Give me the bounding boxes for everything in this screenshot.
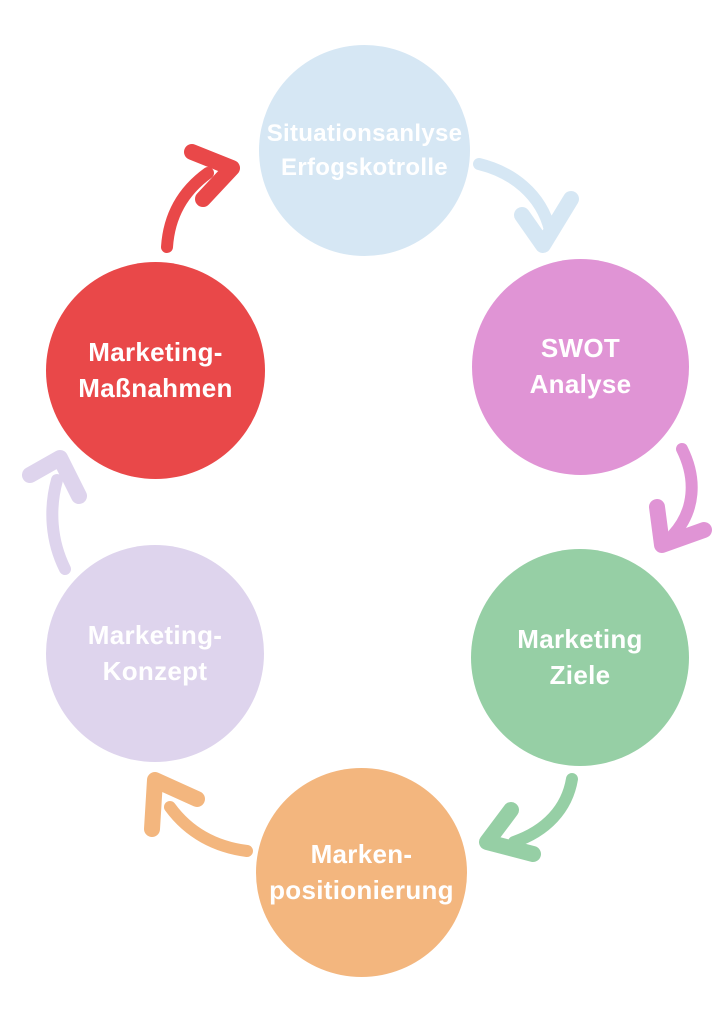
arrow-head <box>22 450 87 504</box>
step-label-line: Ziele <box>549 659 611 690</box>
arrow-head <box>184 144 240 207</box>
arrow-marketing-massnahmen-to-situationsanalyse <box>161 144 240 253</box>
step-label-line: Marketing- <box>87 619 223 650</box>
step-label-line: Marken- <box>310 838 413 869</box>
step-label-line: Konzept <box>102 655 208 686</box>
arrow-swot-to-marketing-ziele <box>649 443 712 553</box>
step-label: SWOT Analyse <box>530 331 632 403</box>
step-label: Marketing- Konzept <box>88 618 222 690</box>
step-label-line: positionierung <box>269 874 454 905</box>
step-label-line: Erfogskotrolle <box>281 153 448 181</box>
step-label: Marketing- Maßnahmen <box>78 335 232 407</box>
step-label-line: Situationsanlyse <box>266 120 463 148</box>
arrow-marketing-konzept-to-marketing-massnahmen <box>22 450 87 575</box>
step-label-line: Analyse <box>529 369 632 399</box>
step-marketing-konzept: Marketing- Konzept <box>46 545 264 762</box>
step-label: Marken- positionierung <box>269 837 454 909</box>
arrow-shaft <box>473 158 556 236</box>
step-label-line: SWOT <box>540 333 621 364</box>
step-label-line: Marketing- <box>88 336 223 367</box>
step-markenpositionierung: Marken- positionierung <box>256 768 467 977</box>
arrow-shaft <box>508 773 578 848</box>
arrow-shaft <box>164 801 253 857</box>
arrow-head <box>479 802 541 862</box>
arrow-head <box>514 191 579 253</box>
arrow-head <box>649 499 712 553</box>
arrow-head <box>144 772 205 837</box>
arrow-shaft <box>667 443 698 541</box>
step-situationsanalyse-erfolgskontrolle: Situationsanlyse Erfogskotrolle <box>259 45 470 256</box>
step-label-line: Maßnahmen <box>78 372 233 403</box>
arrow-situationsanalyse-to-swot <box>473 158 579 253</box>
arrow-shaft <box>161 167 214 253</box>
step-label: Situationsanlyse Erfogskotrolle <box>267 117 463 183</box>
arrow-shaft <box>46 474 71 575</box>
arrow-marketing-ziele-to-markenpositionierung <box>479 773 578 862</box>
step-marketing-ziele: Marketing Ziele <box>471 549 689 766</box>
step-marketing-massnahmen: Marketing- Maßnahmen <box>46 262 265 479</box>
arrow-markenpositionierung-to-marketing-konzept <box>144 772 253 857</box>
step-label: Marketing Ziele <box>517 622 643 694</box>
step-swot-analyse: SWOT Analyse <box>472 259 689 475</box>
step-label-line: Marketing <box>517 623 643 654</box>
